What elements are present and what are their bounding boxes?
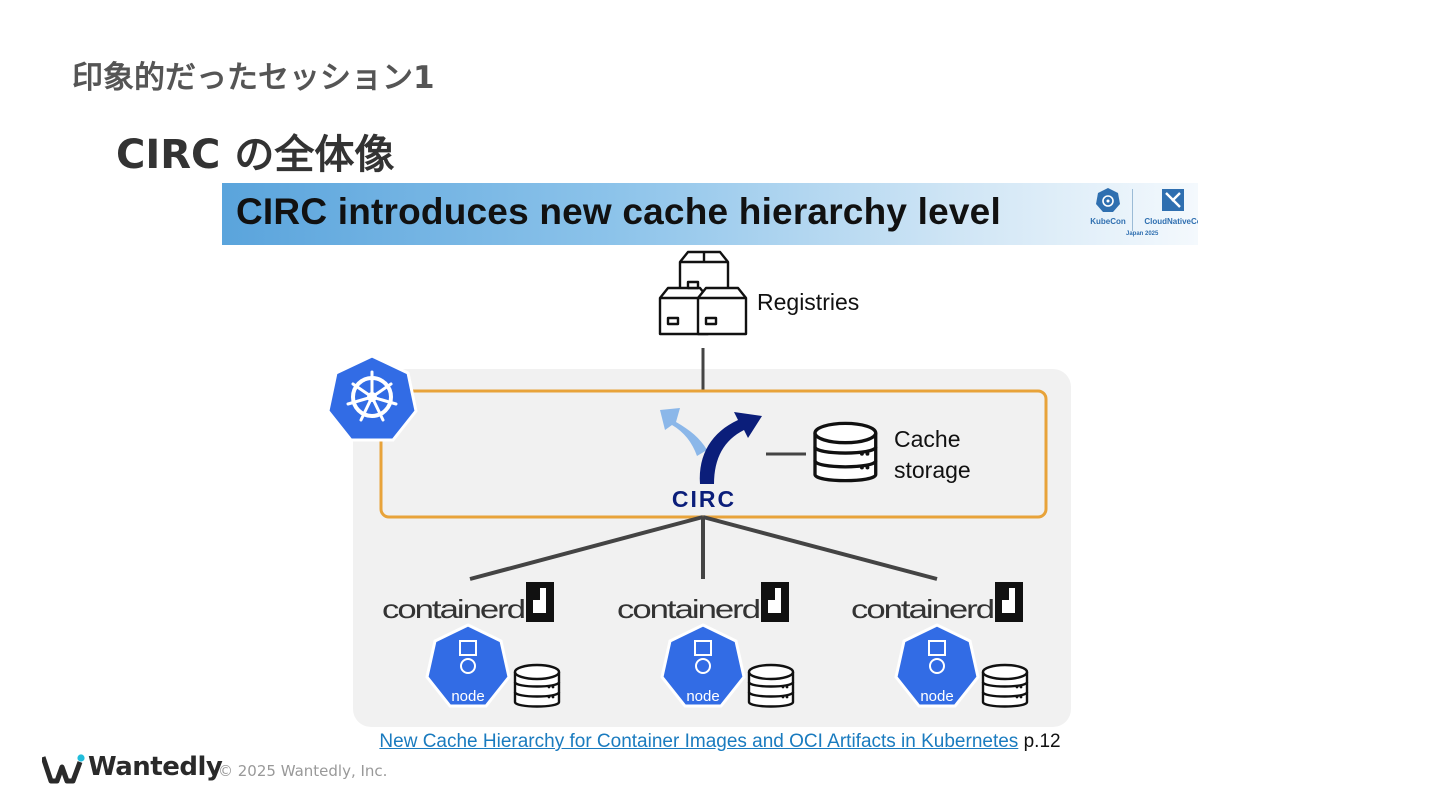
circ-label: CIRC: [672, 486, 736, 512]
containerd-node-2: containerd node: [617, 582, 795, 708]
containerd-label: containerd: [617, 594, 759, 624]
containerd-node-3: containerd node: [851, 582, 1029, 708]
slide-banner: CIRC introduces new cache hierarchy leve…: [222, 183, 1198, 245]
cache-storage-label-line2: storage: [894, 457, 971, 483]
node-label: node: [686, 688, 719, 705]
cloudnativecon-text: CloudNativeCo: [1144, 217, 1198, 226]
cloudnativecon-logo: CloudNativeCo: [1138, 185, 1198, 226]
japan-2025-text: Japan 2025: [1126, 231, 1159, 237]
cloudnativecon-icon: [1162, 189, 1184, 211]
section-title: 印象的だったセッション1: [72, 60, 435, 96]
node-cog-icon: [459, 640, 477, 674]
containerd-label: containerd: [382, 594, 524, 624]
cache-storage-label-line1: Cache: [894, 426, 960, 452]
source-caption: New Cache Hierarchy for Container Images…: [0, 731, 1440, 753]
database-icon: [747, 663, 795, 708]
containerd-node-1: containerd node: [382, 582, 561, 708]
kubecon-text: KubeCon: [1090, 217, 1126, 226]
containerd-icon: [526, 582, 554, 622]
kubecon-icon: [1096, 188, 1120, 212]
wantedly-logo-icon: [42, 754, 85, 784]
database-icon: [981, 663, 1029, 708]
banner-title: CIRC introduces new cache hierarchy leve…: [236, 191, 1001, 232]
logo-divider: [1132, 189, 1133, 231]
boxes-icon: [658, 250, 748, 336]
database-icon: [813, 421, 878, 483]
circ-layer-frame: [379, 389, 1048, 519]
node-label: node: [920, 688, 953, 705]
containerd-label: containerd: [851, 594, 993, 624]
database-icon: [513, 663, 561, 708]
source-page: p.12: [1023, 731, 1061, 752]
circ-arrows-icon: [660, 408, 762, 484]
kubernetes-logo-icon: [326, 354, 418, 442]
kubecon-logo: KubeCon: [1088, 185, 1128, 226]
node-connectors: [469, 515, 938, 581]
node-cog-icon: [928, 640, 946, 674]
node-label: node: [451, 688, 484, 705]
slide-heading: CIRC の全体像: [116, 132, 395, 178]
footer-copyright: © 2025 Wantedly, Inc.: [218, 762, 388, 780]
registries-label: Registries: [757, 289, 859, 315]
source-link[interactable]: New Cache Hierarchy for Container Images…: [379, 731, 1019, 752]
node-cog-icon: [694, 640, 712, 674]
containerd-icon: [761, 582, 789, 622]
footer-brand: Wantedly: [88, 752, 223, 782]
containerd-icon: [995, 582, 1023, 622]
event-logos: KubeCon CloudNativeCo Japan 2025: [1084, 185, 1198, 243]
